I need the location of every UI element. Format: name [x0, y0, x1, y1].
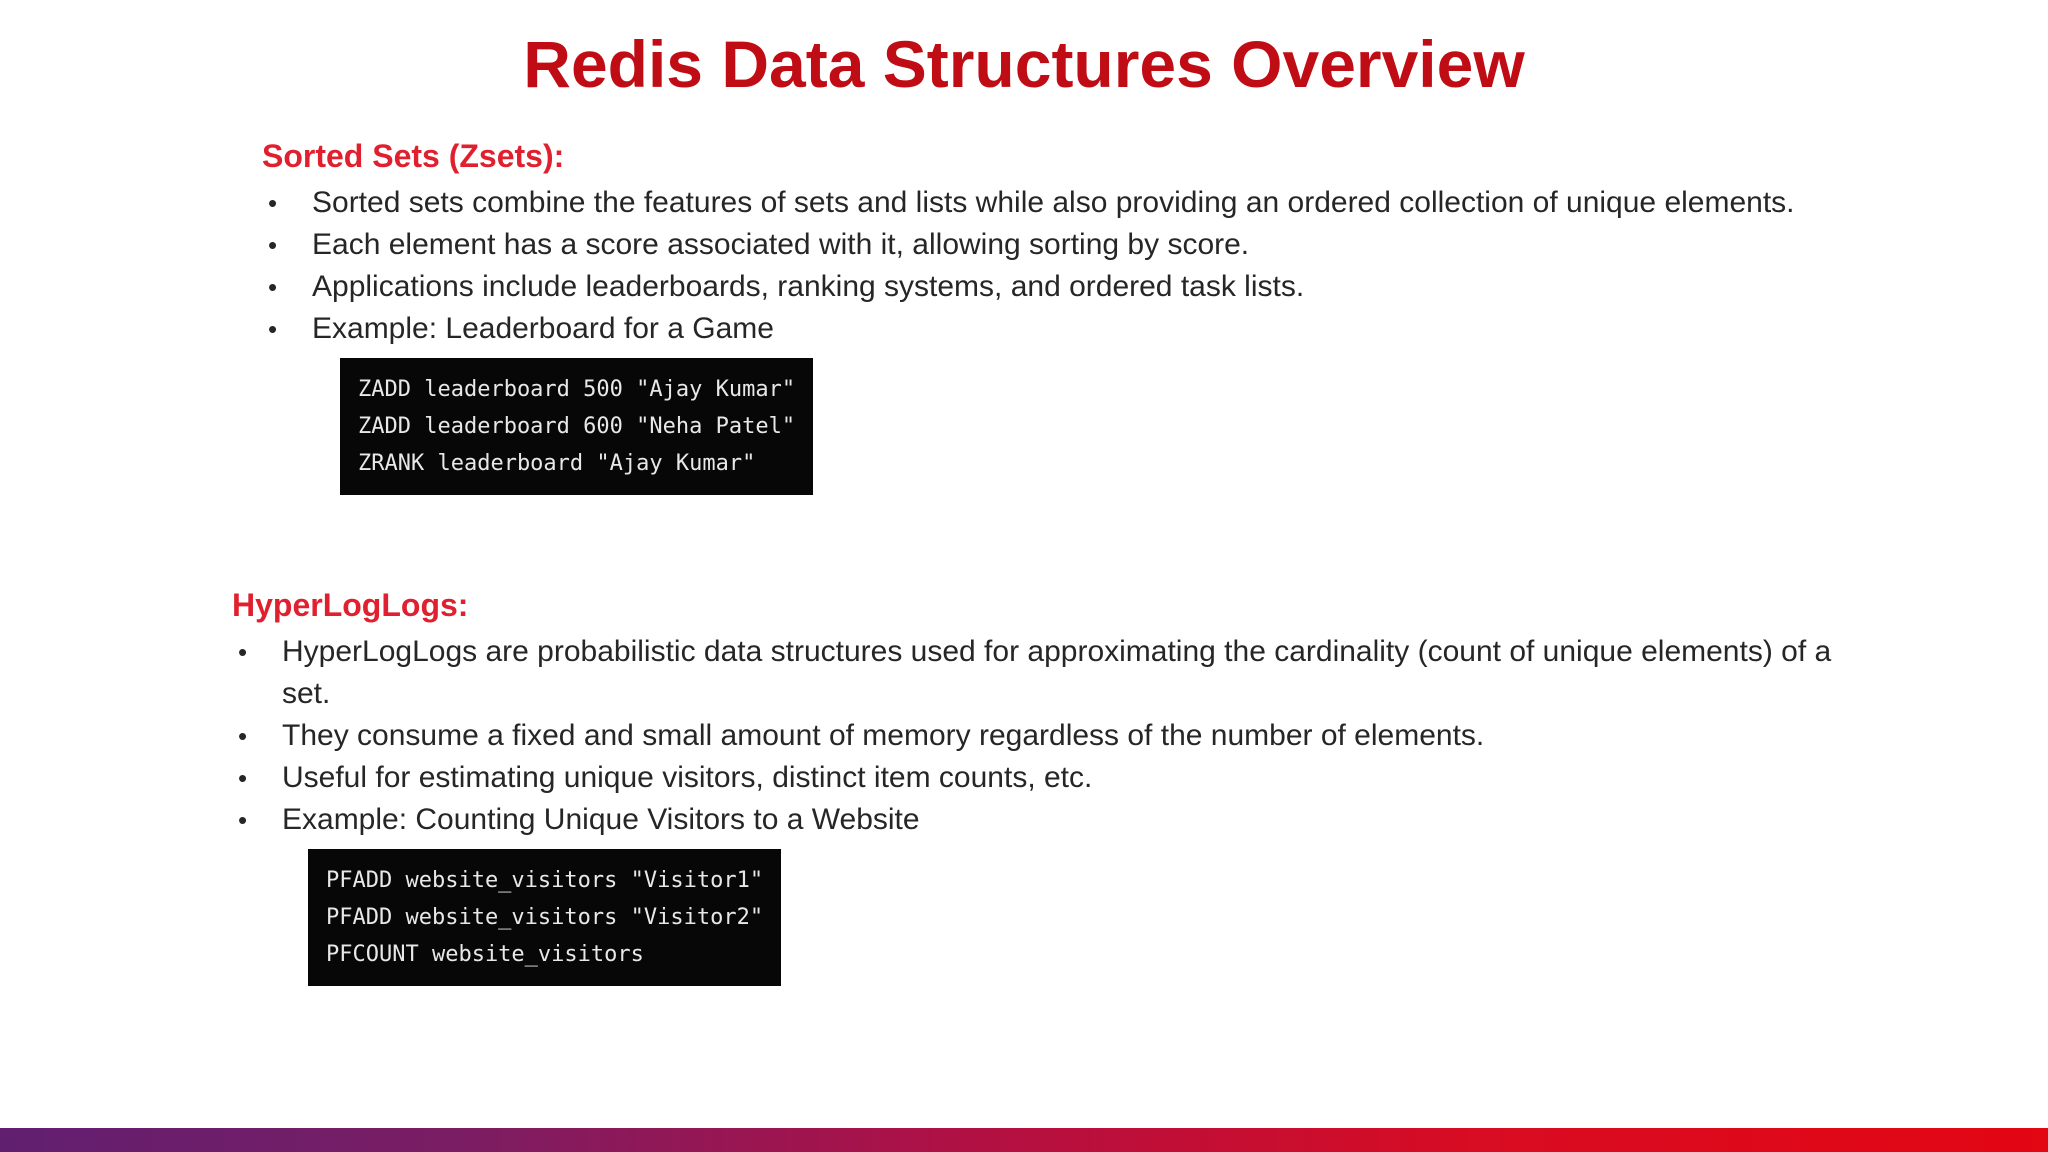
- slide-title: Redis Data Structures Overview: [523, 27, 1525, 101]
- section-hyperloglogs: HyperLogLogs: HyperLogLogs are probabili…: [232, 585, 1912, 986]
- bullet-text: Applications include leaderboards, ranki…: [312, 270, 1305, 303]
- section-sorted-sets: Sorted Sets (Zsets): Sorted sets combine…: [262, 136, 1942, 495]
- bullet-text: Useful for estimating unique visitors, d…: [282, 761, 1093, 794]
- bullet-text: Sorted sets combine the features of sets…: [312, 186, 1795, 219]
- code-block-website-visitors: PFADD website_visitors "Visitor1" PFADD w…: [308, 849, 782, 986]
- bullet-item: Each element has a score associated with…: [262, 224, 1942, 266]
- bullet-item: Example: Leaderboard for a Game: [262, 308, 1942, 350]
- bullet-item: Sorted sets combine the features of sets…: [262, 182, 1942, 224]
- bullet-item: They consume a fixed and small amount of…: [232, 715, 1912, 757]
- code-line: ZADD leaderboard 500 "Ajay Kumar": [358, 377, 796, 402]
- bullet-text: Example: Counting Unique Visitors to a W…: [282, 803, 920, 836]
- sorted-sets-bullet-list: Sorted sets combine the features of sets…: [262, 182, 1942, 350]
- footer-gradient-bar: [0, 1128, 2048, 1152]
- bullet-item: Useful for estimating unique visitors, d…: [232, 757, 1912, 799]
- bullet-text: Example: Leaderboard for a Game: [312, 312, 774, 345]
- section-hyperloglogs-heading: HyperLogLogs:: [232, 587, 469, 623]
- code-line: PFADD website_visitors "Visitor1": [326, 868, 764, 893]
- hyperloglogs-bullet-list: HyperLogLogs are probabilistic data stru…: [232, 631, 1912, 841]
- section-sorted-sets-heading: Sorted Sets (Zsets):: [262, 138, 565, 174]
- code-line: PFCOUNT website_visitors: [326, 942, 644, 967]
- bullet-text: HyperLogLogs are probabilistic data stru…: [282, 635, 1832, 710]
- bullet-item: Applications include leaderboards, ranki…: [262, 266, 1942, 308]
- bullet-text: They consume a fixed and small amount of…: [282, 719, 1485, 752]
- bullet-item: Example: Counting Unique Visitors to a W…: [232, 799, 1912, 841]
- code-block-leaderboard: ZADD leaderboard 500 "Ajay Kumar" ZADD le…: [340, 358, 814, 495]
- code-line: ZRANK leaderboard "Ajay Kumar": [358, 451, 756, 476]
- code-line: ZADD leaderboard 600 "Neha Patel": [358, 414, 796, 439]
- bullet-text: Each element has a score associated with…: [312, 228, 1250, 261]
- code-line: PFADD website_visitors "Visitor2": [326, 905, 764, 930]
- bullet-item: HyperLogLogs are probabilistic data stru…: [232, 631, 1912, 715]
